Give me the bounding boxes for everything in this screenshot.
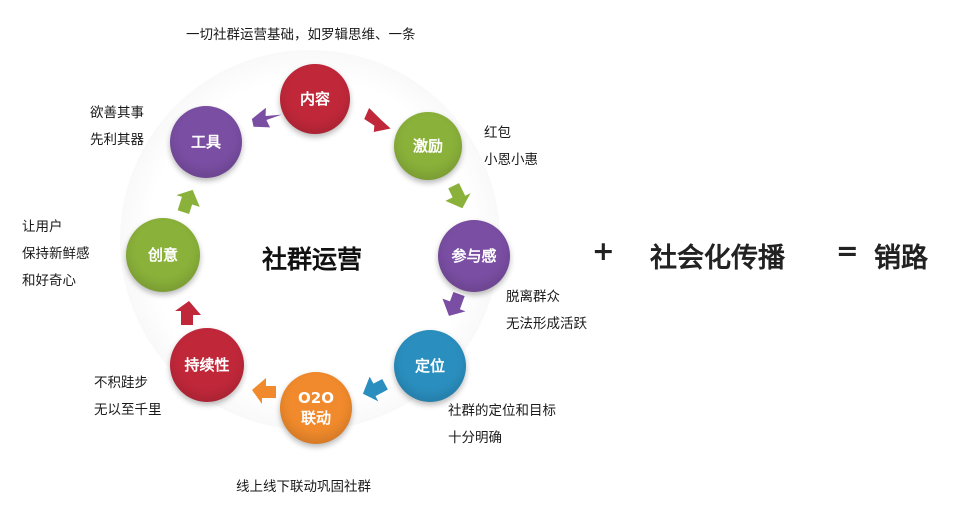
formula-result: 销路 [874, 243, 928, 274]
annotation-creativity-line: 保持新鲜感 [22, 246, 90, 262]
node-content: 内容 [280, 64, 350, 134]
annotation-positioning-line: 十分明确 [448, 430, 502, 446]
node-incentive: 激励 [394, 112, 462, 180]
annotation-positioning-line: 社群的定位和目标 [448, 403, 556, 419]
node-tools-label: 工具 [190, 132, 221, 151]
node-positioning: 定位 [394, 330, 466, 402]
node-o2o-label-line1: O2O [298, 388, 334, 407]
arrow-o2o-to-persistence [252, 378, 276, 404]
annotation-incentive-line: 小恩小惠 [484, 152, 538, 168]
node-persistence: 持续性 [170, 328, 244, 402]
annotation-participation-line: 无法形成活跃 [506, 316, 587, 332]
node-tools: 工具 [170, 106, 242, 178]
annotation-tools-line: 先利其器 [90, 132, 144, 148]
node-o2o: O2O 联动 [280, 372, 352, 444]
annotation-participation-line: 脱离群众 [506, 289, 560, 305]
center-title: 社群运营 [262, 245, 363, 274]
annotation-creativity-line: 让用户 [22, 219, 63, 235]
node-creativity: 创意 [126, 218, 200, 292]
annotation-positioning: 社群的定位和目标 十分明确 [448, 398, 556, 452]
arrow-participation-to-positioning [442, 292, 466, 316]
node-participation-label: 参与感 [451, 246, 497, 265]
annotation-persistence-line: 不积跬步 [94, 375, 148, 391]
arrow-positioning-to-o2o [362, 376, 388, 402]
node-positioning-label: 定位 [414, 356, 445, 375]
arrow-persistence-to-creativity [175, 301, 201, 325]
annotation-content-line: 一切社群运营基础，如罗辑思维、一条 [186, 27, 416, 43]
annotation-creativity-line: 和好奇心 [22, 273, 76, 289]
annotation-persistence: 不积跬步 无以至千里 [94, 370, 162, 424]
node-o2o-label-line2: 联动 [300, 409, 331, 427]
node-persistence-label: 持续性 [184, 355, 230, 374]
annotation-persistence-line: 无以至千里 [94, 402, 162, 418]
formula-term: 社会化传播 [650, 243, 785, 274]
arrow-content-to-incentive [364, 107, 391, 132]
formula-plus: + [592, 236, 615, 267]
arrow-creativity-to-tools [176, 189, 200, 214]
annotation-content: 一切社群运营基础，如罗辑思维、一条 [186, 22, 416, 49]
annotation-participation: 脱离群众 无法形成活跃 [506, 284, 587, 338]
node-creativity-label: 创意 [147, 245, 178, 264]
arrow-incentive-to-participation [445, 183, 471, 209]
node-incentive-label: 激励 [412, 136, 443, 155]
annotation-tools-line: 欲善其事 [90, 105, 144, 121]
annotation-incentive-line: 红包 [484, 125, 511, 141]
annotation-incentive: 红包 小恩小惠 [484, 120, 538, 174]
node-content-label: 内容 [299, 89, 330, 108]
node-participation: 参与感 [438, 220, 510, 292]
annotation-tools: 欲善其事 先利其器 [90, 100, 144, 154]
arrow-tools-to-content [251, 107, 282, 128]
annotation-creativity: 让用户 保持新鲜感 和好奇心 [22, 214, 90, 295]
formula-equals: = [836, 236, 859, 267]
annotation-o2o: 线上线下联动巩固社群 [236, 474, 371, 501]
annotation-o2o-line: 线上线下联动巩固社群 [236, 479, 371, 495]
